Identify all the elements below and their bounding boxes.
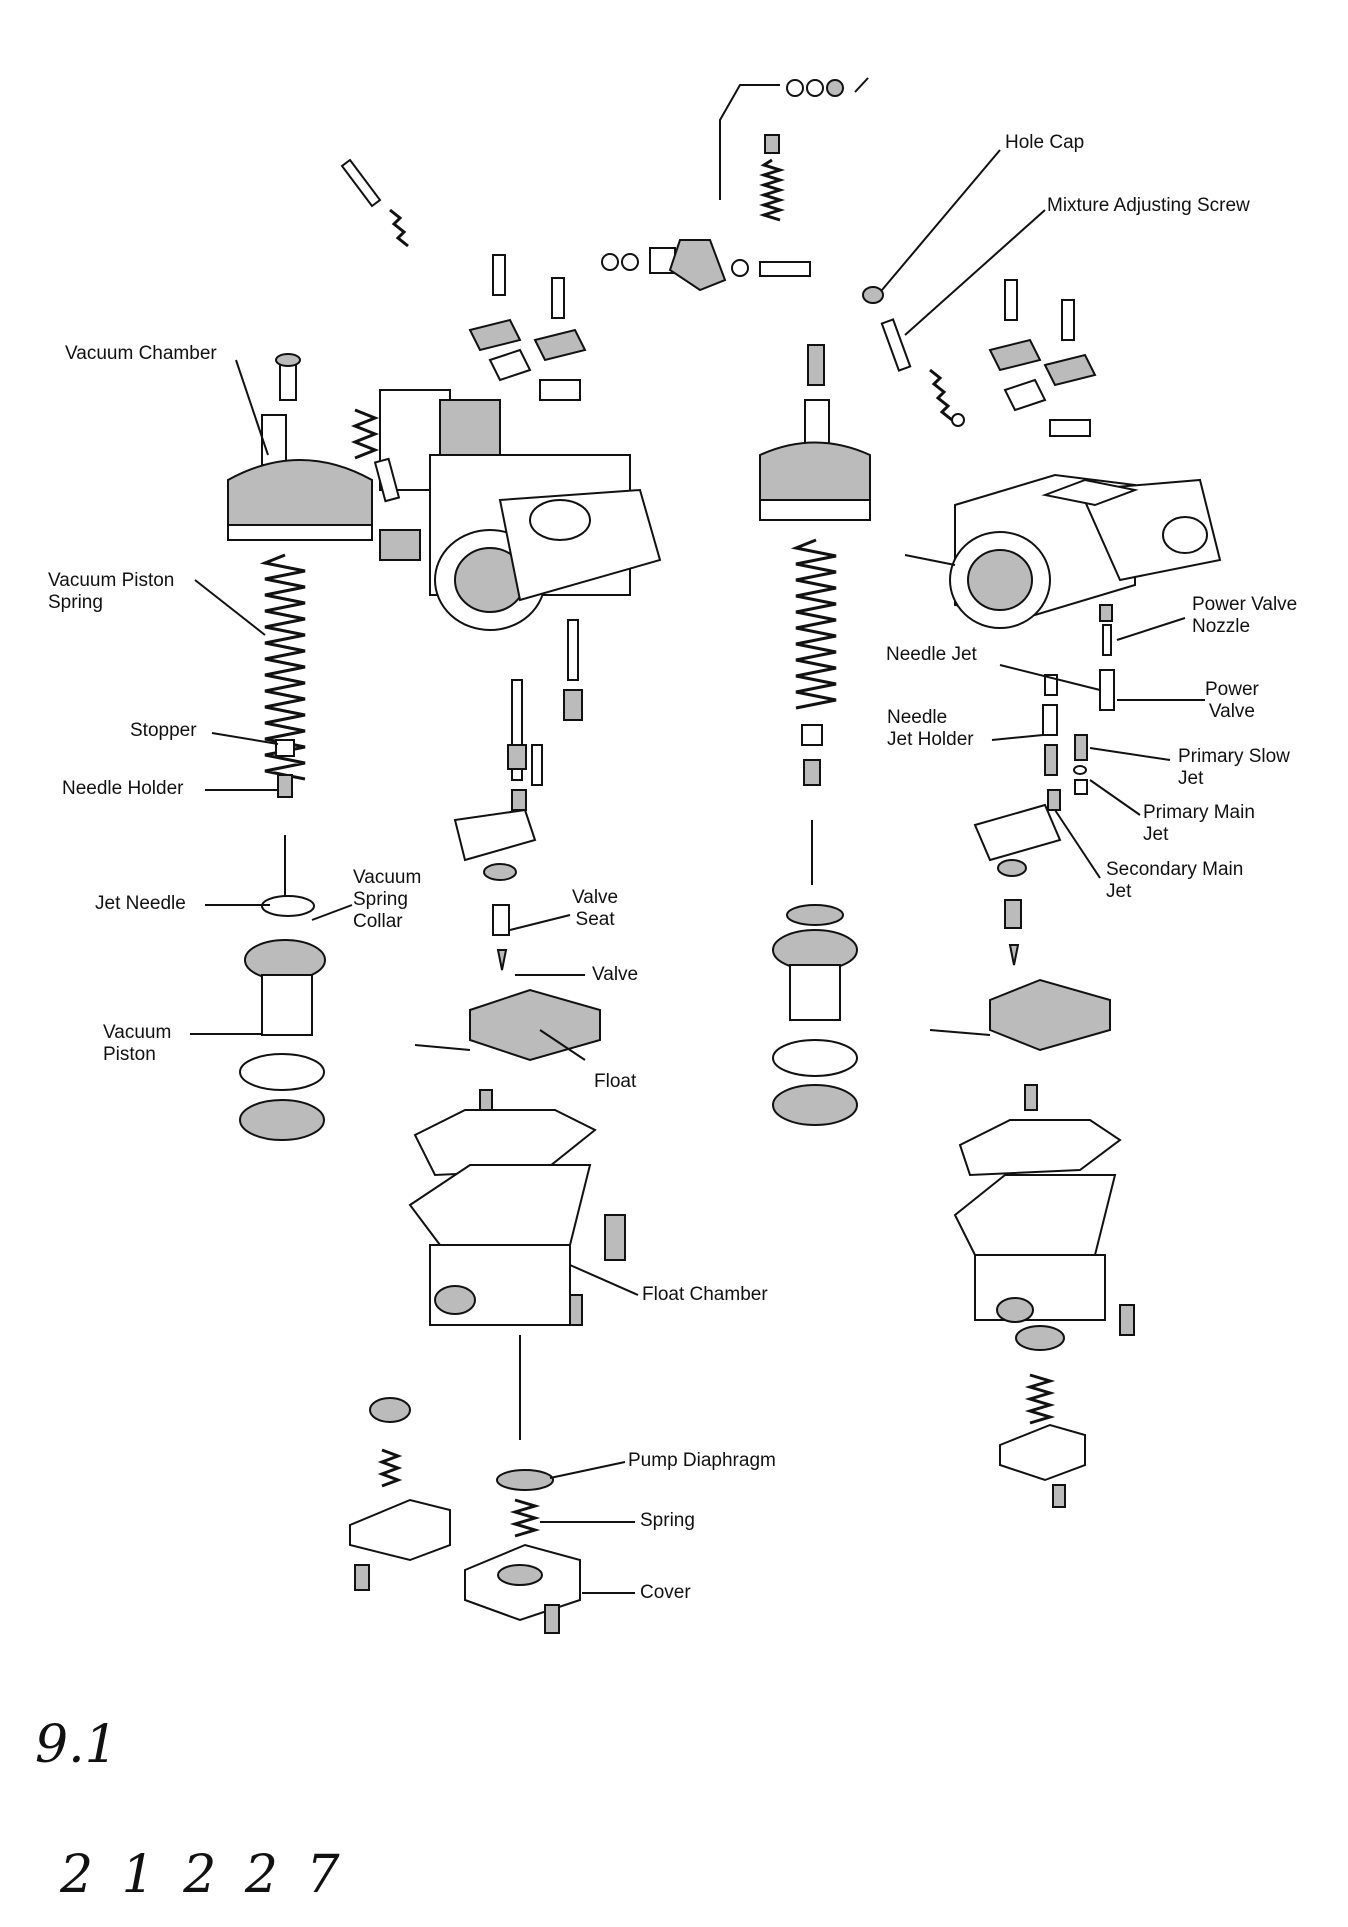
label-vacuum-piston: Vacuum Piston [103,1022,172,1065]
label-vacuum-spring-collar: Vacuum Spring Collar [353,867,422,932]
handwritten-note-1: 9.1 [35,1715,118,1775]
label-needle-holder: Needle Holder [62,778,184,799]
right-carburetor-body [862,279,1222,629]
left-jet-stack [414,619,601,1062]
label-power-valve: Power Valve [1205,679,1259,722]
label-spring: Spring [640,1510,695,1531]
right-float-chamber [953,1084,1135,1508]
label-secondary-main-jet: Secondary Main Jet [1106,859,1244,902]
label-valve: Valve [592,964,639,985]
label-needle-jet-holder: Needle Jet Holder [887,707,974,750]
label-vacuum-chamber: Vacuum Chamber [65,343,217,364]
label-cover: Cover [640,1582,691,1603]
label-float-chamber: Float Chamber [642,1284,768,1305]
right-jet-stack [929,604,1115,1052]
left-vacuum-column [227,353,373,1141]
label-pump-diaphragm: Pump Diaphragm [628,1450,776,1471]
label-needle-jet: Needle Jet [886,644,977,665]
label-float: Float [594,1071,637,1092]
label-hole-cap: Hole Cap [1005,132,1085,153]
left-carburetor-body [340,158,662,631]
label-jet-needle: Jet Needle [95,893,186,914]
label-primary-main-jet: Primary Main Jet [1143,802,1255,845]
label-power-valve-nozzle: Power Valve Nozzle [1192,594,1298,637]
leader-lines [190,149,1205,1594]
handwritten-note-2: 2 1 2 2 7 [60,1845,346,1905]
label-primary-slow-jet: Primary Slow Jet [1178,746,1290,789]
label-mixture-adjusting-screw: Mixture Adjusting Screw [1047,195,1250,216]
left-float-chamber [349,1089,626,1634]
label-valve-seat: Valve Seat [572,887,619,930]
right-vacuum-column [759,344,871,1126]
label-vacuum-piston-spring: Vacuum Piston Spring [48,570,175,613]
label-stopper: Stopper [130,720,197,741]
top-linkage [601,77,869,292]
